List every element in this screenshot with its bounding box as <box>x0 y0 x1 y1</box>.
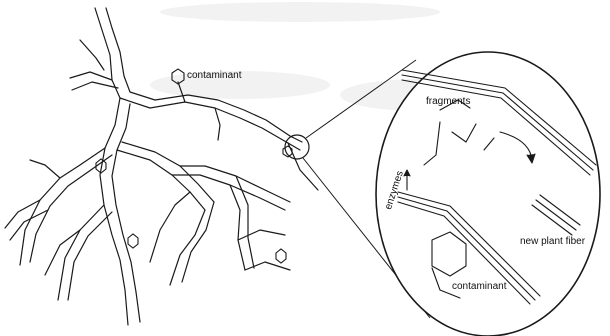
label-contaminant-zoom: contaminant <box>452 282 506 292</box>
magnified-view-circle <box>376 52 600 336</box>
fungal-hyphae-network <box>5 8 318 325</box>
label-new-plant-fiber: new plant fiber <box>520 237 585 247</box>
label-fragments: fragments <box>426 97 470 107</box>
label-contaminant-network: contaminant <box>187 71 241 81</box>
